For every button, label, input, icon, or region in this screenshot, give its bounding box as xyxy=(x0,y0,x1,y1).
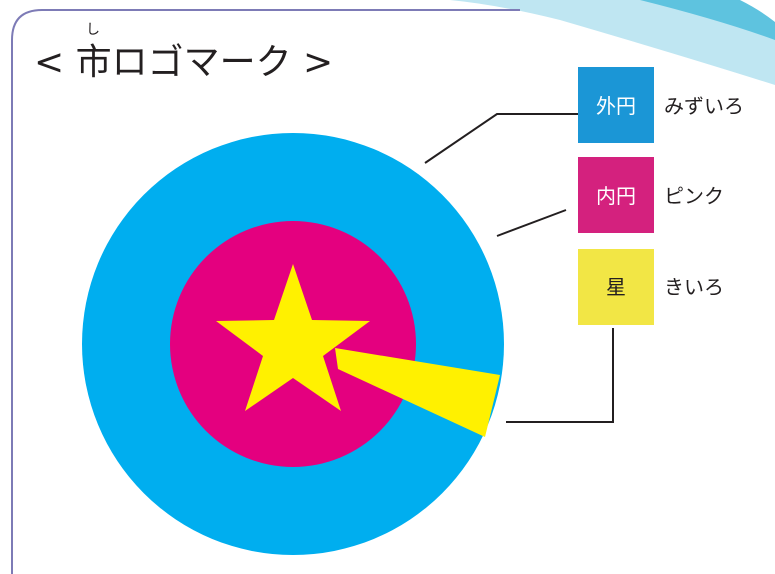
panel-frame xyxy=(11,9,520,574)
legend-box-label-star: 星 xyxy=(606,275,626,299)
logo-star xyxy=(216,264,370,411)
legend-description-outer: みずいろ xyxy=(664,94,744,118)
legend-box-label-outer: 外円 xyxy=(596,94,636,118)
corner-banner-decoration xyxy=(450,0,775,85)
leader-line-outer xyxy=(424,113,578,164)
city-logo-mark xyxy=(82,133,504,555)
legend-box-label-inner: 内円 xyxy=(596,184,636,208)
legend-item-inner: 内円 ピンク xyxy=(578,157,724,233)
legend-box-outer xyxy=(578,67,654,143)
legend-item-outer: 外円 みずいろ xyxy=(578,67,744,143)
title-ruby: し xyxy=(86,22,100,38)
page-title: < 市ロゴマーク > xyxy=(34,42,333,83)
logo-star-tail xyxy=(335,348,500,437)
legend-description-inner: ピンク xyxy=(664,184,724,208)
legend-box-star xyxy=(578,249,654,325)
legend-box-inner xyxy=(578,157,654,233)
leader-line-inner xyxy=(496,209,567,237)
legend-item-star: 星 きいろ xyxy=(578,249,724,325)
leader-line-star xyxy=(506,328,614,423)
legend-description-star: きいろ xyxy=(664,275,724,299)
